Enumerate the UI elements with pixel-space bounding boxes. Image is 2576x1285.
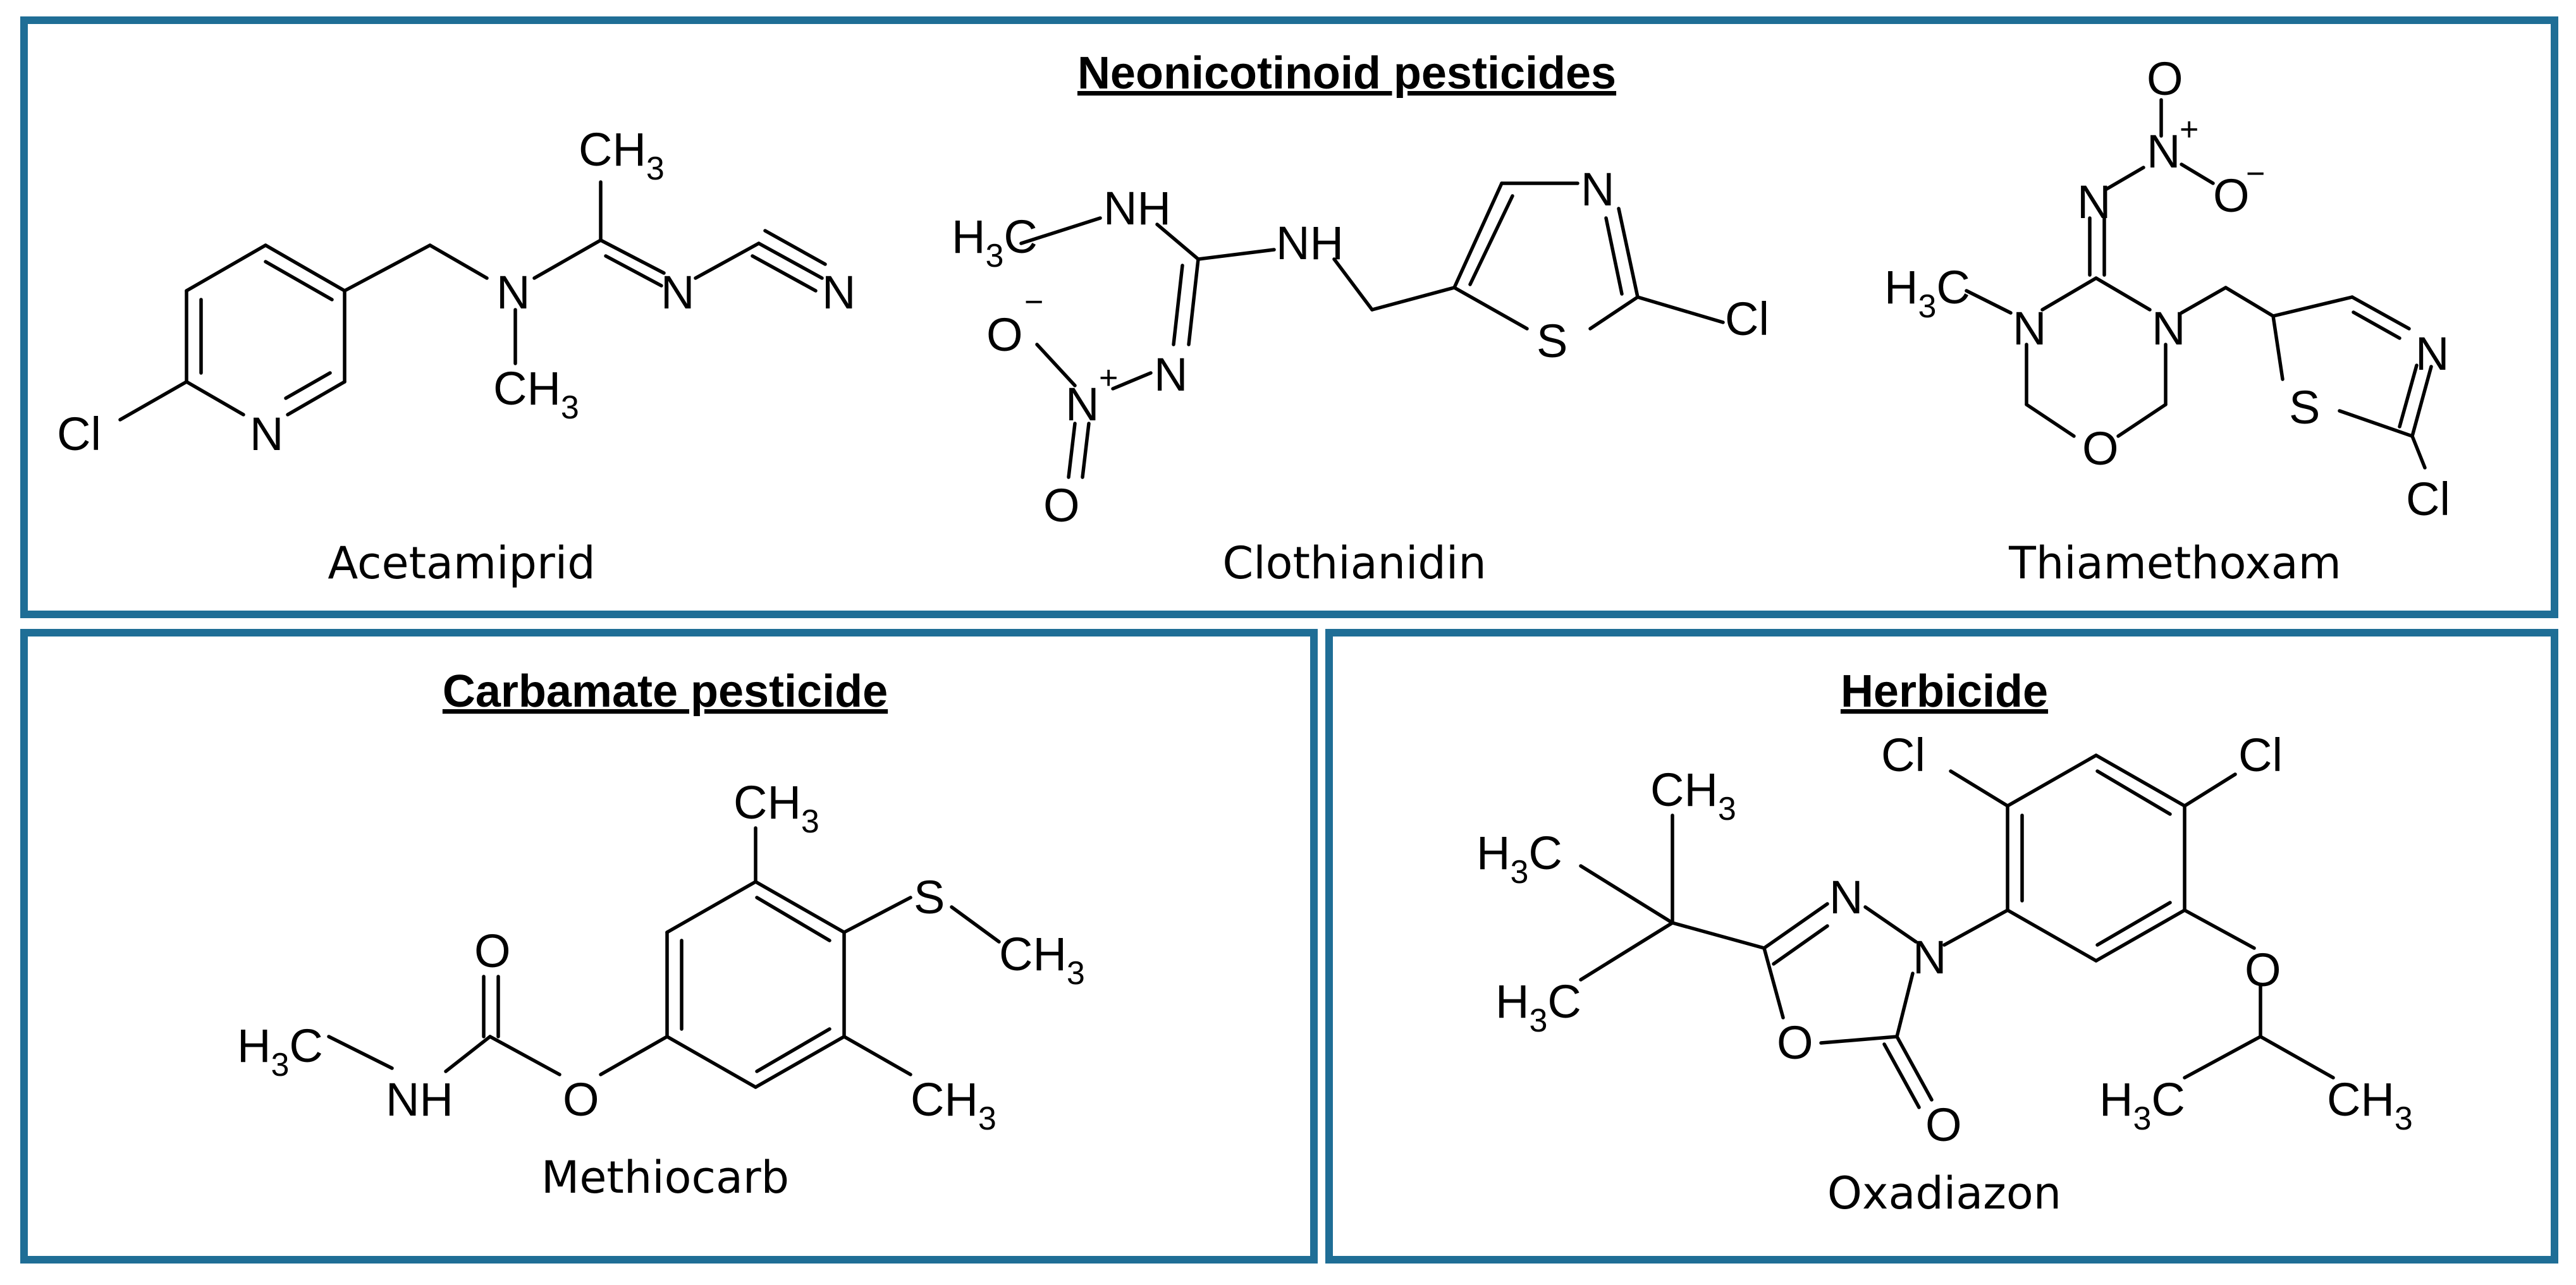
oxadiazon-h3c-lower: H3C xyxy=(1495,975,1581,1039)
methiocarb-nh: NH xyxy=(386,1073,453,1126)
acetamiprid-n-cyano: N xyxy=(822,266,856,319)
acetamiprid-ch3-top: CH3 xyxy=(579,123,665,187)
thiamethoxam-n-right: N xyxy=(2152,302,2185,355)
oxadiazon-n-right: N xyxy=(1913,931,1946,984)
clothianidin-name: Clothianidin xyxy=(1222,537,1486,589)
oxadiazon-h3c-upper: H3C xyxy=(1476,827,1562,891)
thiamethoxam-n-left: N xyxy=(2013,302,2046,355)
thiamethoxam-s: S xyxy=(2289,381,2320,434)
herbicide-title: Herbicide xyxy=(1841,666,2048,717)
thiamethoxam-cl: Cl xyxy=(2406,473,2450,525)
carbamate-panel-border xyxy=(20,629,1318,1264)
acetamiprid-n-ring: N xyxy=(250,408,283,460)
oxadiazon-o-ether: O xyxy=(2245,944,2281,996)
clothianidin-n-imine: N xyxy=(1154,348,1187,401)
clothianidin-bonds xyxy=(1019,181,1725,479)
oxadiazon-structure: Cl Cl CH3 H3C H3C N N O O O H3C CH3 Oxad… xyxy=(1476,729,2413,1219)
methiocarb-ch3-bottom: CH3 xyxy=(911,1073,997,1137)
clothianidin-o-bottom: O xyxy=(1043,479,1080,532)
oxadiazon-n-top: N xyxy=(1829,871,1863,923)
thiamethoxam-o-minus: O xyxy=(2213,169,2250,222)
thiamethoxam-n-thiazole: N xyxy=(2415,327,2449,380)
oxadiazon-o-carbonyl: O xyxy=(1925,1099,1962,1151)
oxadiazon-h3c-iso: H3C xyxy=(2099,1073,2185,1137)
oxadiazon-ch3-iso: CH3 xyxy=(2327,1073,2413,1137)
thiamethoxam-minus-charge: − xyxy=(2246,155,2265,192)
methiocarb-o-ester: O xyxy=(563,1073,599,1126)
methiocarb-bonds xyxy=(327,826,1001,1089)
methiocarb-h3c: H3C xyxy=(237,1020,323,1083)
clothianidin-n-plus: N xyxy=(1065,378,1099,430)
clothianidin-plus-charge: + xyxy=(1099,360,1118,396)
clothianidin-nh-left: NH xyxy=(1103,182,1171,234)
acetamiprid-cl: Cl xyxy=(57,408,101,460)
acetamiprid-n-imine: N xyxy=(661,266,694,319)
acetamiprid-n-amine: N xyxy=(496,266,530,319)
oxadiazon-ch3-top: CH3 xyxy=(1650,764,1736,827)
oxadiazon-cl-left: Cl xyxy=(1881,729,1925,781)
neonicotinoid-panel-border xyxy=(20,16,2558,618)
clothianidin-structure: H3C NH NH O − N + N O S N Cl Clothianidi… xyxy=(952,163,1769,589)
methiocarb-sch3: CH3 xyxy=(999,928,1085,992)
acetamiprid-name: Acetamiprid xyxy=(328,537,595,589)
methiocarb-o-carbonyl: O xyxy=(474,925,511,977)
oxadiazon-name: Oxadiazon xyxy=(1827,1167,2061,1219)
thiamethoxam-o-top: O xyxy=(2147,52,2183,105)
methiocarb-name: Methiocarb xyxy=(541,1152,789,1203)
thiamethoxam-structure: O N + O − N H3C N N O S N Cl Thiamethoxa… xyxy=(1884,52,2450,589)
neonicotinoid-title: Neonicotinoid pesticides xyxy=(1077,48,1616,99)
thiamethoxam-n-imine: N xyxy=(2077,176,2111,228)
oxadiazon-cl-right: Cl xyxy=(2238,729,2283,781)
clothianidin-cl: Cl xyxy=(1725,293,1769,345)
thiamethoxam-h3c: H3C xyxy=(1884,261,1970,325)
carbamate-title: Carbamate pesticide xyxy=(443,666,888,717)
methiocarb-structure: CH3 S CH3 O H3C NH O CH3 Methiocarb xyxy=(237,776,1085,1203)
clothianidin-n-thiazole: N xyxy=(1581,163,1614,216)
thiamethoxam-name: Thiamethoxam xyxy=(2008,537,2341,589)
methiocarb-s: S xyxy=(914,871,945,923)
thiamethoxam-plus-charge: + xyxy=(2180,111,2199,148)
clothianidin-nh-right: NH xyxy=(1276,217,1344,269)
acetamiprid-structure: Cl N N N N CH3 CH3 Acetamiprid xyxy=(57,123,856,589)
oxadiazon-bonds xyxy=(1579,753,2335,1109)
clothianidin-s: S xyxy=(1536,315,1567,367)
thiamethoxam-bonds xyxy=(1965,98,2433,470)
thiamethoxam-o-ring: O xyxy=(2082,422,2119,475)
methiocarb-ch3-top: CH3 xyxy=(733,776,819,840)
clothianidin-minus-charge: − xyxy=(1024,284,1043,320)
acetamiprid-ch3-bottom: CH3 xyxy=(493,362,579,426)
oxadiazon-o-ring: O xyxy=(1777,1016,1813,1069)
acetamiprid-bonds xyxy=(118,180,827,422)
clothianidin-o-minus: O xyxy=(986,308,1023,361)
herbicide-panel-border xyxy=(1325,629,2558,1264)
clothianidin-h3c: H3C xyxy=(952,210,1038,274)
thiamethoxam-n-plus: N xyxy=(2147,125,2180,178)
